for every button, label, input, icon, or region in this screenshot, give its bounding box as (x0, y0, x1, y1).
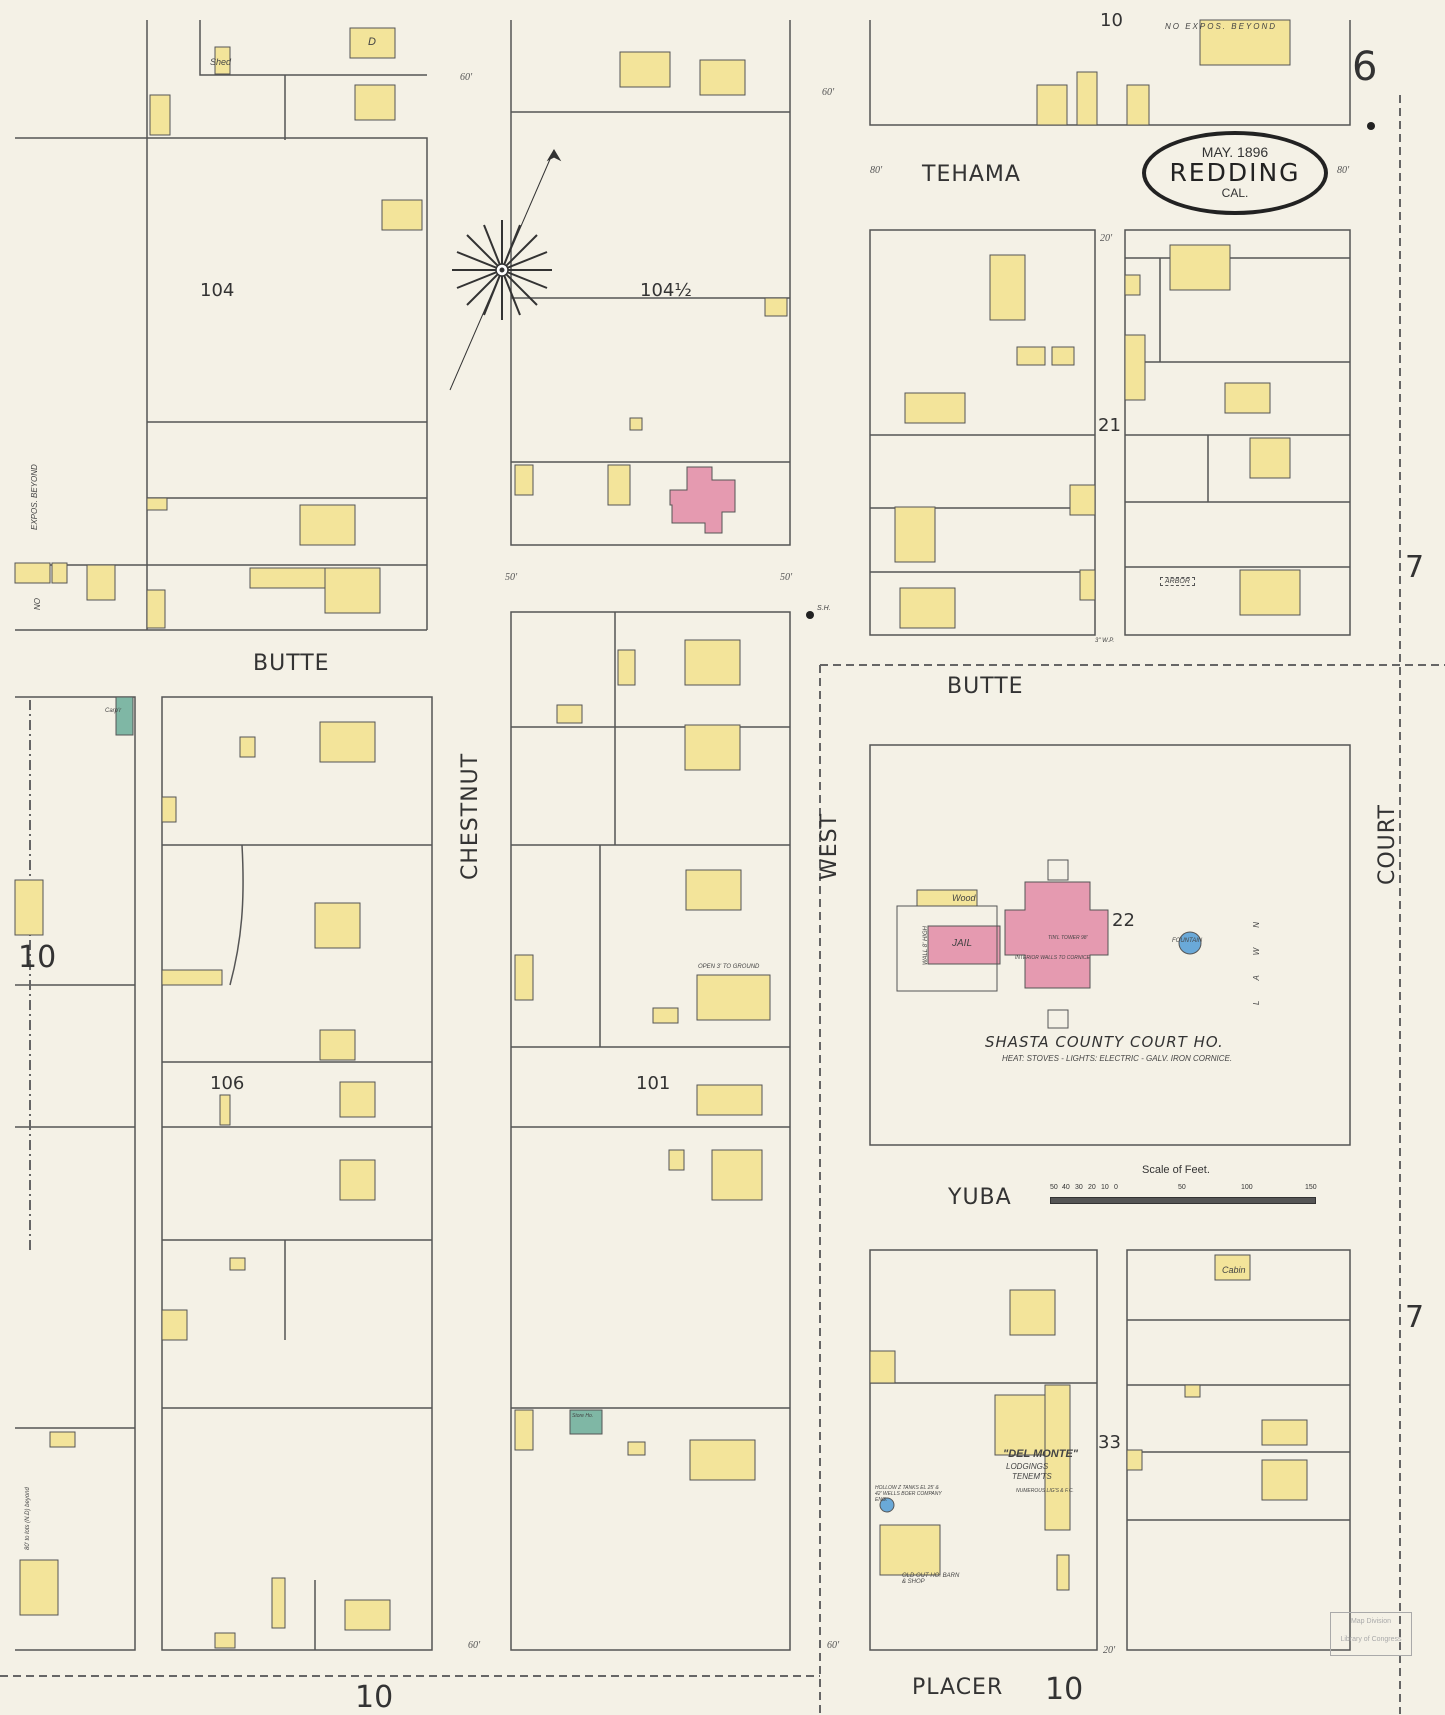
adjacent-sheet-right-bottom: 7 (1405, 1300, 1425, 1335)
scale-tick: 50 (1050, 1184, 1058, 1191)
cabin-label: Cabin (1222, 1265, 1246, 1275)
compass-rose-icon (449, 149, 562, 391)
store-label: Store Ho. (572, 1413, 594, 1419)
street-width: 50' (505, 572, 518, 583)
scale-bar (1050, 1197, 1316, 1204)
jail-label: JAIL (952, 938, 973, 949)
expos-beyond-note: EXPOS. BEYOND (30, 464, 39, 530)
street-court: COURT (1375, 804, 1400, 885)
lots-beyond-note: 80' to lots (N.D) beyond (25, 1487, 31, 1550)
street-width: 20' (1100, 233, 1113, 244)
wood-label: Wood (952, 893, 976, 903)
interior-walls-label: INTERIOR WALLS TO CORNICE (1015, 955, 1090, 961)
shed-label: Shed (210, 57, 232, 67)
tower-label: TIN'L TOWER 98' (1048, 935, 1088, 941)
map-date: MAY. 1896 (1201, 144, 1269, 160)
street-butte-right: BUTTE (947, 674, 1024, 699)
dwelling-label: D (368, 36, 376, 48)
sh-note: S.H. (817, 605, 831, 612)
scale-tick: 100 (1241, 1184, 1253, 1191)
stamp-line: Map Division (1350, 1618, 1392, 1625)
sheet-number: 6 (1352, 44, 1378, 90)
block-101: 101 (636, 1073, 671, 1094)
courthouse-title: SHASTA COUNTY COURT HO. (985, 1033, 1224, 1051)
street-width: 80' (1337, 165, 1350, 176)
brick-buildings (669, 466, 1109, 989)
block-outlines (15, 20, 1351, 1651)
block-21: 21 (1098, 415, 1121, 436)
street-west: WEST (817, 812, 842, 880)
block-104: 104 (200, 280, 235, 301)
street-butte-left: BUTTE (253, 651, 330, 676)
sheet-boundaries (0, 95, 1445, 1714)
wood-shed (916, 889, 978, 907)
stone-buildings (115, 696, 603, 1435)
del-monte-label: "DEL MONTE" (1003, 1448, 1079, 1460)
block-33: 33 (1098, 1432, 1121, 1453)
stamp-line: Library of Congress (1340, 1636, 1402, 1643)
wall-label: WALL 8' HIGH (923, 926, 929, 965)
no-expos-beyond-note: NO EXPOS. BEYOND (1165, 22, 1278, 31)
scale-tick: 0 (1114, 1184, 1118, 1191)
street-width: 50' (780, 572, 793, 583)
title-cartouche: MAY. 1896 REDDING CAL. (1142, 131, 1328, 215)
scale-tick: 20 (1088, 1184, 1096, 1191)
block-106: 106 (210, 1073, 245, 1094)
no-note: NO (33, 598, 42, 610)
del-monte-note: NUMEROUS LIG'S & F.C. (1016, 1488, 1074, 1494)
street-width: 60' (468, 1640, 481, 1651)
adjacent-sheet-top: 10 (1100, 10, 1123, 31)
street-width: 60' (822, 87, 835, 98)
courthouse-subtitle: HEAT: STOVES - LIGHTS: ELECTRIC - GALV. … (1002, 1054, 1233, 1063)
adjacent-sheet-right-top: 7 (1405, 550, 1425, 585)
street-tehama: TEHAMA (922, 162, 1021, 187)
scale-tick: 30 (1075, 1184, 1083, 1191)
del-monte-sub1: LODGINGS (1006, 1462, 1049, 1471)
library-stamp: Map Division Library of Congress (1330, 1612, 1412, 1656)
arbor-label: ARBOR (1160, 577, 1195, 586)
wells-note: HOLLOW Z TANKS EL 25' & 42' WELLS BOER C… (875, 1485, 942, 1503)
fountain-label: FOUNTAIN (1172, 938, 1203, 944)
open-to-ground-note: OPEN 3' TO GROUND (698, 964, 760, 970)
well-icon (879, 1497, 895, 1513)
street-width: 60' (460, 72, 473, 83)
scale-tick: 50 (1178, 1184, 1186, 1191)
street-width: 80' (870, 165, 883, 176)
adjacent-sheet-left: 10 (18, 940, 57, 975)
old-out-house-note: OLD OUT HO. BARN & SHOP (902, 1573, 960, 1585)
street-chestnut: CHESTNUT (458, 752, 483, 880)
scale-tick: 40 (1062, 1184, 1070, 1191)
map-city: REDDING (1169, 158, 1301, 187)
adjacent-sheet-bottom-right: 10 (1045, 1672, 1084, 1707)
fountain-icon (1178, 931, 1202, 955)
carp-label: Carp'r (105, 708, 122, 714)
frame-dwellings (14, 19, 1308, 1649)
block-22: 22 (1112, 910, 1135, 931)
block-104-half: 104½ (640, 280, 692, 301)
hydrant-dot-icon (1367, 122, 1375, 130)
adjacent-sheet-bottom-left: 10 (355, 1680, 394, 1715)
map-state: CAL. (1221, 186, 1249, 200)
del-monte-sub2: TENEM'TS (1012, 1472, 1052, 1481)
street-placer: PLACER (912, 1675, 1004, 1700)
scale-tick: 150 (1305, 1184, 1317, 1191)
street-width: 60' (827, 1640, 840, 1651)
scale-tick: 10 (1101, 1184, 1109, 1191)
hydrant-dot-icon (806, 611, 814, 619)
water-pipe-note: 3" W.P. (1095, 638, 1115, 644)
lawn-label: LAWN (1252, 902, 1261, 1005)
street-width: 20' (1103, 1645, 1116, 1656)
street-yuba: YUBA (948, 1185, 1012, 1210)
scale-title: Scale of Feet. (1142, 1164, 1210, 1176)
